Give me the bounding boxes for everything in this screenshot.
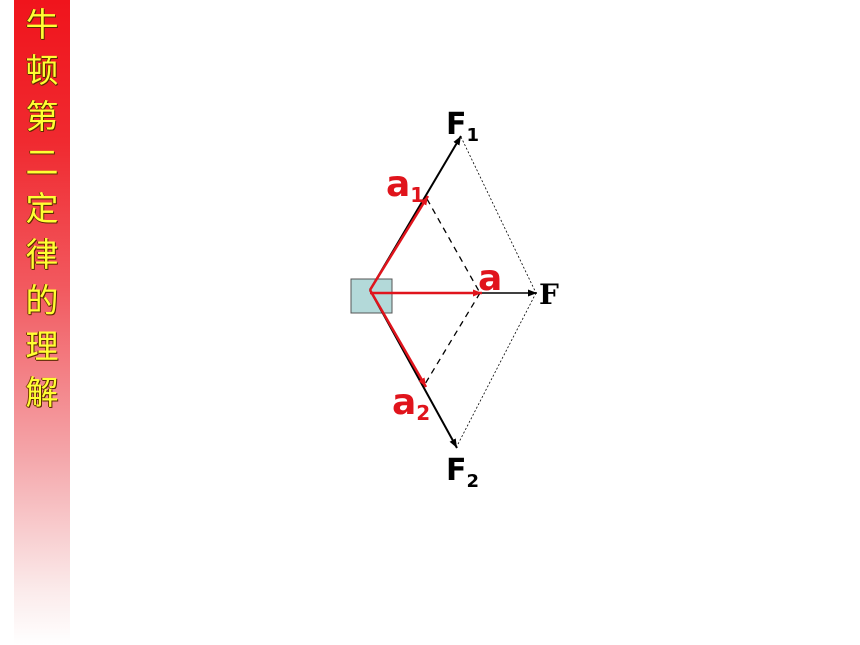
accel-parallelogram-edge bbox=[424, 292, 481, 385]
title-char: 定 bbox=[25, 189, 59, 228]
label-a2: a2 bbox=[392, 382, 430, 425]
force-parallelogram-edge bbox=[460, 136, 537, 294]
sidebar-banner: 牛 顿 第 二 定 律 的 理 解 bbox=[14, 0, 70, 645]
accel-parallelogram-edge bbox=[426, 198, 481, 294]
label-a: a bbox=[478, 258, 502, 299]
title-char: 理 bbox=[25, 327, 59, 366]
title-char: 顿 bbox=[25, 51, 59, 90]
title-char: 二 bbox=[25, 143, 59, 182]
object-block bbox=[350, 278, 393, 314]
title-char: 第 bbox=[25, 97, 59, 136]
force-parallelogram-edge bbox=[456, 292, 537, 447]
label-a1: a1 bbox=[386, 164, 424, 207]
title-char: 的 bbox=[25, 281, 59, 320]
slide-title-vertical: 牛 顿 第 二 定 律 的 理 解 bbox=[14, 2, 70, 416]
label-F: F bbox=[539, 278, 559, 311]
label-F2: F2 bbox=[446, 453, 479, 492]
label-F1: F1 bbox=[446, 107, 479, 146]
accel-vector-a2 bbox=[368, 289, 428, 388]
title-char: 解 bbox=[25, 373, 59, 412]
title-char: 牛 bbox=[25, 5, 59, 44]
title-char: 律 bbox=[25, 235, 59, 274]
accel-vector-a1 bbox=[368, 195, 430, 291]
